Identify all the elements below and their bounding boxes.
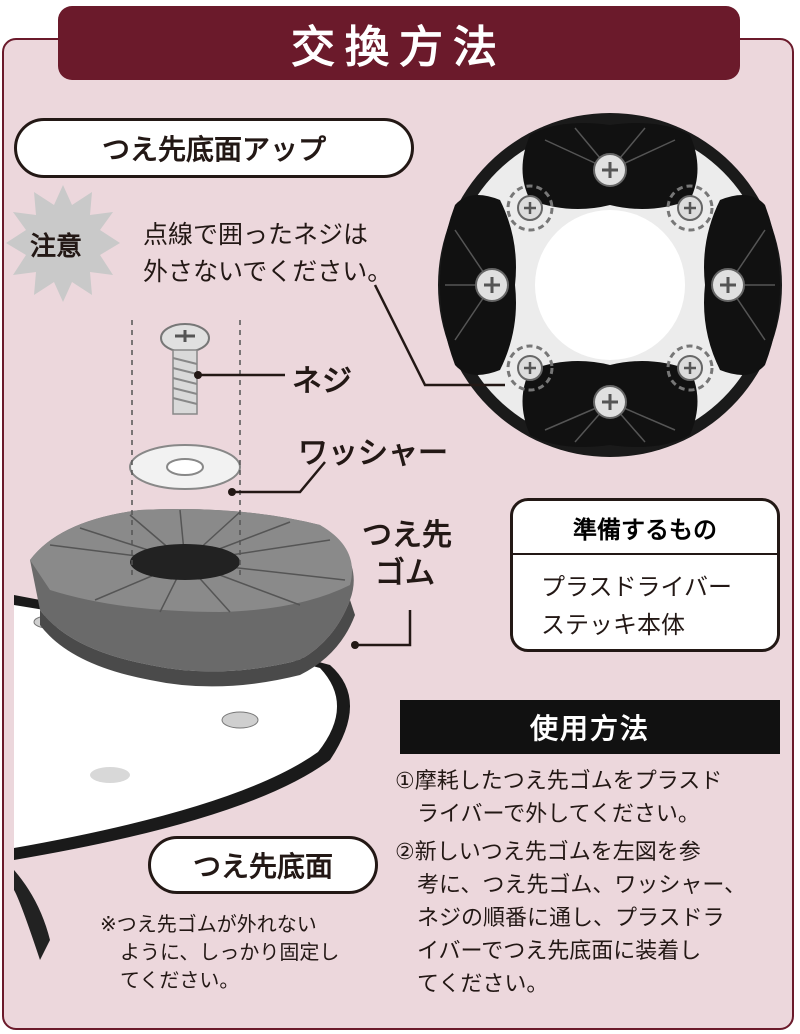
caution-badge: 注意 (30, 232, 83, 262)
rubber-leader-line (355, 610, 412, 647)
rubber-tip-illustration (30, 509, 355, 687)
note-line-1: ※つえ先ゴムが外れない (100, 912, 317, 936)
rubber-label-line-1: つえ先 (362, 518, 452, 553)
usage-step-1-line-1: ①摩耗したつえ先ゴムをプラスド (395, 769, 723, 794)
washer-leader-line (232, 461, 326, 494)
caution-leader-line (373, 284, 505, 387)
page-title: 交換方法 (58, 6, 740, 80)
washer-label: ワッシャー (298, 436, 448, 471)
note-line-2: ように、しっかり固定し (100, 940, 340, 964)
preparation-item: ステッキ本体 (541, 611, 685, 639)
screw-illustration (160, 323, 210, 415)
rubber-label-line-2: ゴム (375, 556, 435, 591)
preparation-item: プラスドライバー (541, 573, 733, 601)
closeup-section-label: つえ先底面アップ (14, 118, 414, 178)
usage-step-2-line-4: イバーでつえ先底面に装着し (395, 939, 702, 964)
assembly-guide-lines (131, 320, 241, 575)
usage-heading: 使用方法 (400, 700, 780, 754)
usage-step-2-line-3: ネジの順番に通し、プラスドラ (395, 906, 725, 931)
usage-step-2-line-1: ②新しいつえ先ゴムを左図を参 (395, 840, 701, 865)
tip-bottom-view (438, 113, 782, 457)
preparation-box: 準備するもの プラスドライバー ステッキ本体 (510, 498, 780, 652)
usage-step-2-line-2: 考に、つえ先ゴム、ワッシャー、 (395, 873, 747, 898)
note-line-3: てください。 (100, 968, 240, 992)
caution-line-2: 外さないでください。 (143, 257, 393, 286)
usage-step-2-line-5: てください。 (395, 972, 549, 997)
preparation-heading: 準備するもの (513, 501, 777, 555)
washer-illustration (129, 444, 241, 490)
usage-step-1-line-2: ライバーで外してください。 (395, 802, 700, 827)
bottom-section-label: つえ先底面 (148, 836, 378, 894)
caution-starburst-icon (6, 185, 120, 302)
caution-line-1: 点線で囲ったネジは (143, 220, 369, 249)
screw-label: ネジ (292, 364, 352, 399)
